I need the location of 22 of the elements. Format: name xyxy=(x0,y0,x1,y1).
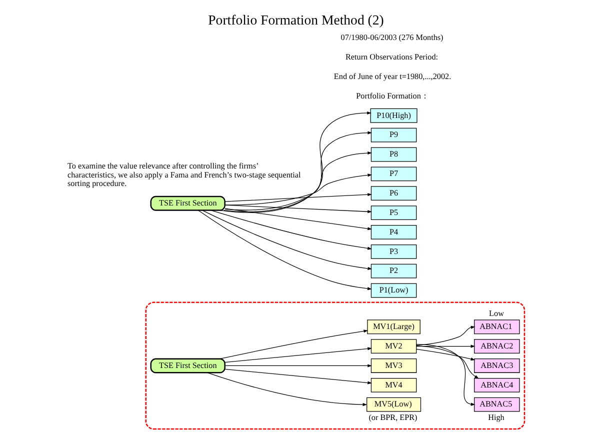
arrow xyxy=(224,204,372,214)
arrow xyxy=(224,151,372,210)
arrow xyxy=(224,193,372,202)
arrow xyxy=(416,344,476,406)
arrow xyxy=(416,348,476,361)
arrow xyxy=(223,131,372,212)
arrow xyxy=(210,210,372,250)
cluster xyxy=(145,302,526,430)
arrow xyxy=(224,208,372,230)
arrow xyxy=(220,111,372,213)
arrow xyxy=(224,174,372,206)
arrow xyxy=(224,347,372,363)
arrow xyxy=(202,210,372,270)
arrow xyxy=(416,326,476,346)
arrow xyxy=(207,372,368,406)
arrow xyxy=(198,210,372,290)
arrow xyxy=(224,364,372,368)
arrow xyxy=(416,346,479,379)
arrow xyxy=(416,344,476,348)
arrow xyxy=(224,368,372,384)
arrow xyxy=(220,330,368,360)
diagram-title: Portfolio Formation Method (2) xyxy=(208,12,384,28)
